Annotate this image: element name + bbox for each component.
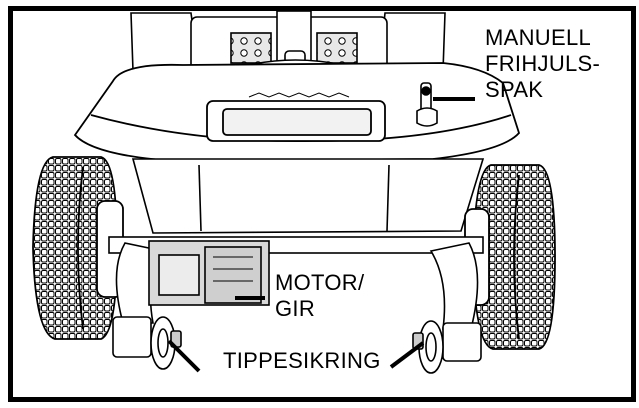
anti-tip-wheel-right [412, 320, 444, 374]
motor-label-line-1: MOTOR/ [275, 270, 365, 295]
leader-antitip-right [389, 341, 425, 369]
freewheel-label-line-3: SPAK [485, 77, 544, 102]
anti-tip-wheel-left [150, 316, 182, 370]
motor-label-line-2: GIR [275, 296, 316, 321]
motor-gearbox [148, 240, 270, 306]
freewheel-lever [416, 82, 438, 127]
motor-gear-label: MOTOR/ GIR [275, 270, 364, 322]
freewheel-label-line-2: FRIHJULS- [485, 51, 601, 76]
anti-tip-label: TIPPESIKRING [223, 348, 381, 373]
left-rear-wheel [32, 156, 124, 340]
leader-lines [167, 97, 475, 373]
right-rear-wheel [464, 164, 556, 350]
rear-shroud [73, 62, 521, 162]
diagram-frame: MANUELL FRIHJULS- SPAK MOTOR/ GIR TIPPES… [8, 6, 636, 402]
freewheel-lever-label: MANUELL FRIHJULS- SPAK [485, 25, 600, 103]
chassis-body [131, 158, 485, 234]
scooter-rear-illustration [32, 11, 556, 374]
freewheel-label-line-1: MANUELL [485, 25, 592, 50]
leader-antitip-left [167, 339, 201, 373]
